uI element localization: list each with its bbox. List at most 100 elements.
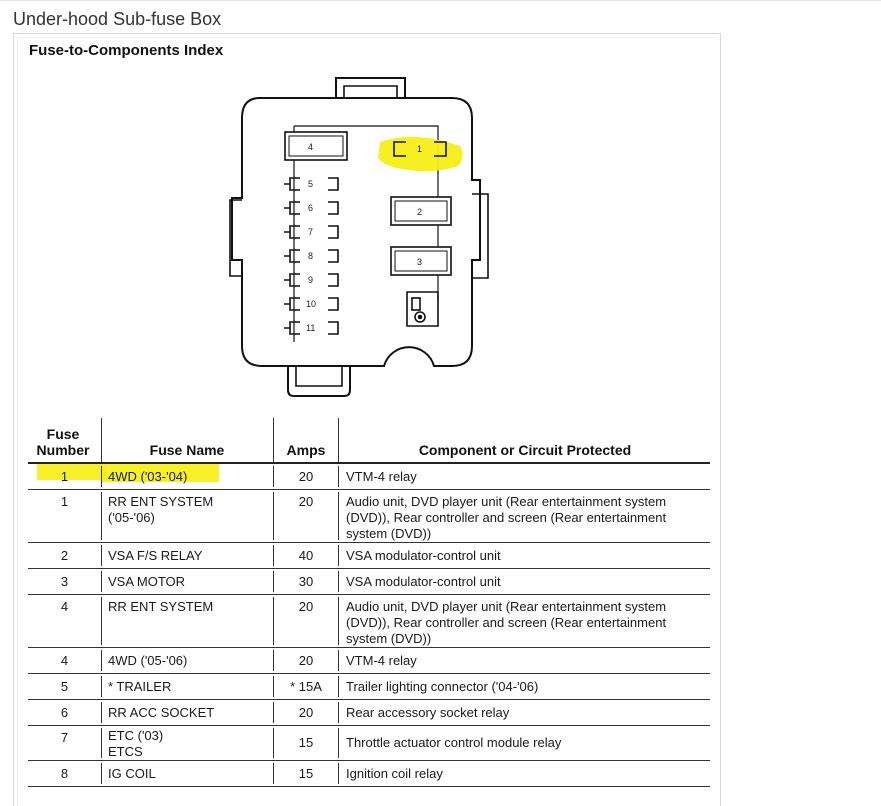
fuse-11	[284, 321, 339, 335]
col-divider	[338, 702, 339, 723]
row-1-highlight	[37, 462, 105, 480]
header-fuse-name: Fuse Name	[149, 442, 225, 458]
bolt-terminal-icon	[414, 311, 426, 323]
cell-component: (DVD)), Rear controller and screen (Rear…	[346, 510, 667, 525]
col-divider	[101, 571, 102, 592]
row-divider	[28, 699, 710, 700]
col-divider	[101, 597, 102, 645]
col-divider	[101, 728, 102, 758]
col-divider	[273, 676, 274, 697]
row-divider	[28, 647, 710, 648]
right-side-tab	[472, 193, 489, 279]
col-divider	[273, 728, 274, 758]
cell-fuse-name: ETC ('03)	[108, 728, 164, 743]
row-divider	[28, 489, 710, 490]
row-divider	[28, 594, 710, 595]
row-divider	[28, 786, 710, 787]
cell-component: VTM-4 relay	[346, 469, 417, 484]
left-side-tab	[229, 199, 242, 277]
col-divider	[273, 650, 274, 671]
cell-fuse-name: 4WD ('03-'04)	[108, 469, 188, 484]
fuse-5	[284, 177, 339, 191]
cell-fuse-number: 1	[60, 494, 69, 509]
bottom-tab	[287, 366, 351, 397]
cell-fuse-number: 4	[60, 653, 69, 668]
cell-amps: 20	[298, 469, 314, 484]
cell-amps: 30	[298, 574, 314, 589]
fuse-label-1: 1	[417, 144, 422, 154]
col-divider	[338, 597, 339, 645]
cell-component: Rear accessory socket relay	[346, 705, 510, 720]
col-divider	[101, 545, 102, 566]
fuse-10	[284, 297, 339, 311]
cell-fuse-number: 6	[60, 705, 69, 720]
fuse-1-highlight	[378, 136, 463, 172]
col-divider	[338, 545, 339, 566]
fuse-1	[393, 141, 447, 157]
header-rule	[28, 462, 710, 464]
cell-component: Throttle actuator control module relay	[346, 735, 562, 750]
cell-fuse-number: 3	[60, 574, 69, 589]
col-divider	[273, 492, 274, 540]
connector-housing	[406, 291, 439, 327]
cell-component: system (DVD))	[346, 631, 432, 646]
cell-fuse-name: IG COIL	[108, 766, 156, 781]
col-divider	[338, 492, 339, 540]
cell-fuse-number: 5	[60, 679, 69, 694]
fuse-label-6: 6	[308, 203, 313, 213]
inner-guide	[294, 125, 439, 302]
cell-amps: 20	[298, 494, 314, 509]
header-component: Component or Circuit Protected	[418, 442, 632, 458]
fuse-6	[284, 201, 339, 215]
fuse-label-8: 8	[308, 251, 313, 261]
top-divider	[0, 0, 881, 1]
row-divider	[28, 725, 710, 726]
cell-fuse-number: 8	[60, 766, 69, 781]
fuse-label-5: 5	[308, 179, 313, 189]
fuse-9	[284, 273, 339, 287]
bottom-tab-inner	[295, 366, 343, 387]
top-tab-inner	[343, 85, 398, 98]
cell-fuse-number: 2	[60, 548, 69, 563]
image-frame: Fuse-to-Components Index	[13, 33, 721, 806]
row-1-name-highlight	[101, 464, 219, 482]
fuse-label-11: 11	[306, 323, 315, 333]
col-divider-1	[101, 418, 102, 462]
row-divider	[28, 760, 710, 761]
col-divider	[101, 492, 102, 540]
cell-component: Ignition coil relay	[346, 766, 443, 781]
row-divider	[28, 673, 710, 674]
fuse-8	[284, 249, 339, 263]
cell-fuse-name: ('05-'06)	[108, 510, 155, 525]
cell-amps: 15	[298, 766, 314, 781]
col-divider	[273, 763, 274, 784]
cell-amps: 20	[298, 653, 314, 668]
cell-fuse-name: RR ACC SOCKET	[108, 705, 215, 720]
cell-component: Trailer lighting connector ('04-'06)	[346, 679, 539, 694]
cell-amps: * 15A	[290, 679, 322, 694]
image-inner-border	[17, 37, 717, 806]
col-divider	[338, 728, 339, 758]
col-divider	[101, 702, 102, 723]
cell-fuse-name: RR ENT SYSTEM	[108, 494, 214, 509]
col-divider	[338, 763, 339, 784]
col-divider	[273, 597, 274, 645]
col-divider-3	[338, 418, 339, 462]
row-divider	[28, 542, 710, 543]
cell-fuse-name: VSA MOTOR	[108, 574, 186, 589]
fuse-label-3: 3	[417, 257, 422, 267]
box-outline	[231, 97, 481, 367]
col-divider	[338, 571, 339, 592]
fuse-index-table: Fuse Number Fuse Name Amps Component or …	[14, 34, 720, 806]
mini-fuses	[284, 177, 339, 335]
cell-amps: 40	[298, 548, 314, 563]
page-title: Under-hood Sub-fuse Box	[13, 9, 222, 29]
cell-component: Audio unit, DVD player unit (Rear entert…	[346, 599, 667, 614]
fuse-label-2: 2	[417, 207, 422, 217]
cell-amps: 20	[298, 599, 314, 614]
header-fuse-number: Fuse Number	[36, 426, 90, 458]
col-divider	[338, 676, 339, 697]
cell-amps: 20	[298, 705, 314, 720]
cell-component: VSA modulator-control unit	[346, 548, 501, 563]
